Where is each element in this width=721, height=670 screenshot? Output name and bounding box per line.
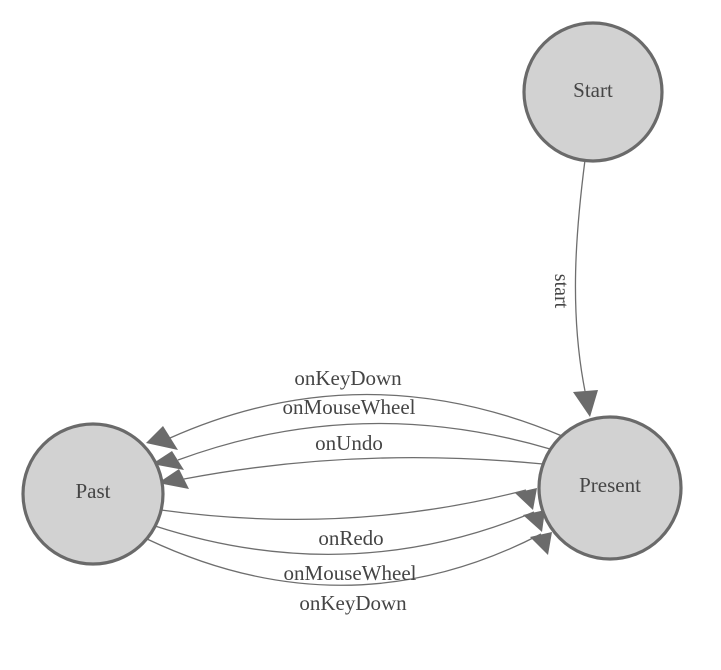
edge-label-start: start — [550, 274, 572, 309]
state-node-past-circle — [21, 422, 165, 566]
edge-onkeydown-to-past-arrowhead-icon — [146, 426, 178, 450]
edge-label-onredo: onRedo — [318, 526, 383, 550]
edge-onmousewheel-to-present-arrowhead-icon — [523, 510, 545, 532]
state-node-present-label: Present — [579, 473, 641, 497]
edge-onkeydown-to-present-arrowhead-icon — [530, 532, 552, 555]
edge-onmousewheel-to-past-arrowhead-icon — [152, 451, 184, 470]
edge-onmousewheel-to-past — [152, 422, 551, 470]
edge-onkeydown-to-present — [146, 532, 552, 586]
state-node-start-label: Start — [573, 78, 613, 102]
edge-onundo-to-past — [158, 456, 544, 489]
edge-onundo-to-past-arrowhead-icon — [158, 469, 189, 489]
edge-onredo-to-present — [160, 488, 537, 521]
edge-onmousewheel-to-present-path — [154, 511, 535, 555]
edge-start-path — [574, 159, 586, 392]
edge-onundo-to-past-path — [183, 456, 544, 480]
edge-onmousewheel-to-past-path — [177, 422, 551, 461]
edge-label-onkeydown-top: onKeyDown — [294, 366, 402, 390]
state-node-start-circle — [522, 21, 664, 163]
edge-label-onmousewheel-top: onMouseWheel — [283, 395, 416, 419]
edge-onkeydown-to-past-path — [169, 393, 563, 439]
edge-start — [573, 159, 598, 417]
edge-onredo-to-present-path — [160, 489, 527, 521]
edge-onredo-to-present-arrowhead-icon — [515, 488, 537, 510]
state-node-present: Present — [537, 415, 683, 561]
state-node-past: Past — [21, 422, 165, 566]
state-node-present-circle — [537, 415, 683, 561]
edge-onkeydown-to-present-path — [146, 533, 542, 586]
state-node-past-label: Past — [75, 479, 110, 503]
state-node-start: Start — [522, 21, 664, 163]
edge-onkeydown-to-past — [146, 393, 563, 450]
edge-label-onkeydown-bottom: onKeyDown — [299, 591, 407, 615]
edge-label-onundo: onUndo — [315, 431, 383, 455]
edge-label-onmousewheel-bottom: onMouseWheel — [284, 561, 417, 585]
edge-start-arrowhead-icon — [573, 390, 598, 417]
edge-onmousewheel-to-present — [154, 510, 545, 555]
